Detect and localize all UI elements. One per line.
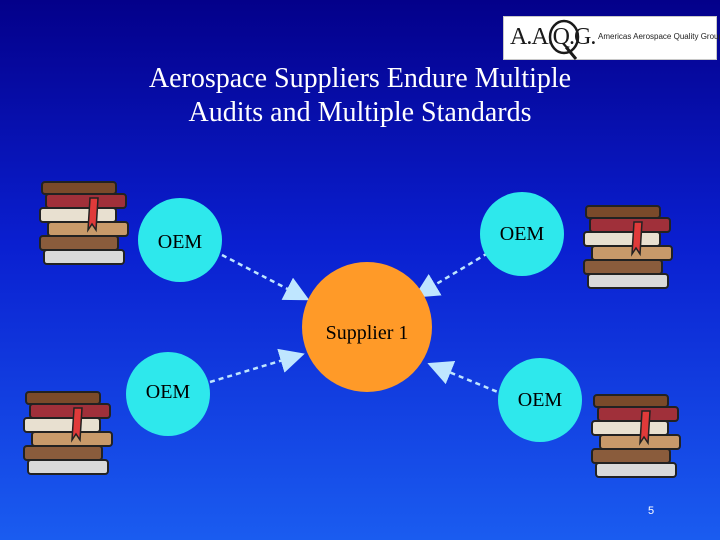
page-number: 5 bbox=[648, 505, 655, 517]
title-line-2: Audits and Multiple Standards bbox=[188, 97, 532, 128]
arrow-top-right bbox=[413, 251, 489, 298]
book-stack-icon bbox=[583, 205, 673, 289]
oem-node-top-right: OEM bbox=[480, 192, 564, 276]
logo-letters: A.A.Q.G. bbox=[510, 24, 596, 50]
arrow-top-left bbox=[221, 253, 310, 301]
supplier-label: Supplier 1 bbox=[325, 322, 409, 344]
title-line-1: Aerospace Suppliers Endure Multiple bbox=[148, 63, 572, 94]
oem-node-top-left: OEM bbox=[138, 198, 222, 282]
arrow-bottom-right bbox=[427, 361, 506, 397]
logo-emblem-icon bbox=[548, 19, 580, 60]
book-stack-icon bbox=[591, 394, 681, 478]
oem-node-bottom-right: OEM bbox=[498, 358, 582, 442]
supplier-node: Supplier 1 bbox=[302, 262, 432, 392]
oem-node-bottom-left: OEM bbox=[126, 352, 210, 436]
logo-subtitle: Americas Aerospace Quality Group bbox=[598, 32, 720, 41]
arrow-bottom-left bbox=[209, 348, 305, 384]
oem-label: OEM bbox=[157, 230, 203, 253]
book-stack-icon bbox=[23, 391, 113, 475]
oem-label: OEM bbox=[145, 380, 191, 403]
book-stack-icon bbox=[39, 181, 129, 265]
slide-title: Aerospace Suppliers Endure Multiple Audi… bbox=[60, 62, 660, 130]
oem-label: OEM bbox=[517, 388, 563, 411]
oem-label: OEM bbox=[499, 222, 545, 245]
aaqg-logo: A.A.Q.G. Americas Aerospace Quality Grou… bbox=[503, 16, 720, 60]
